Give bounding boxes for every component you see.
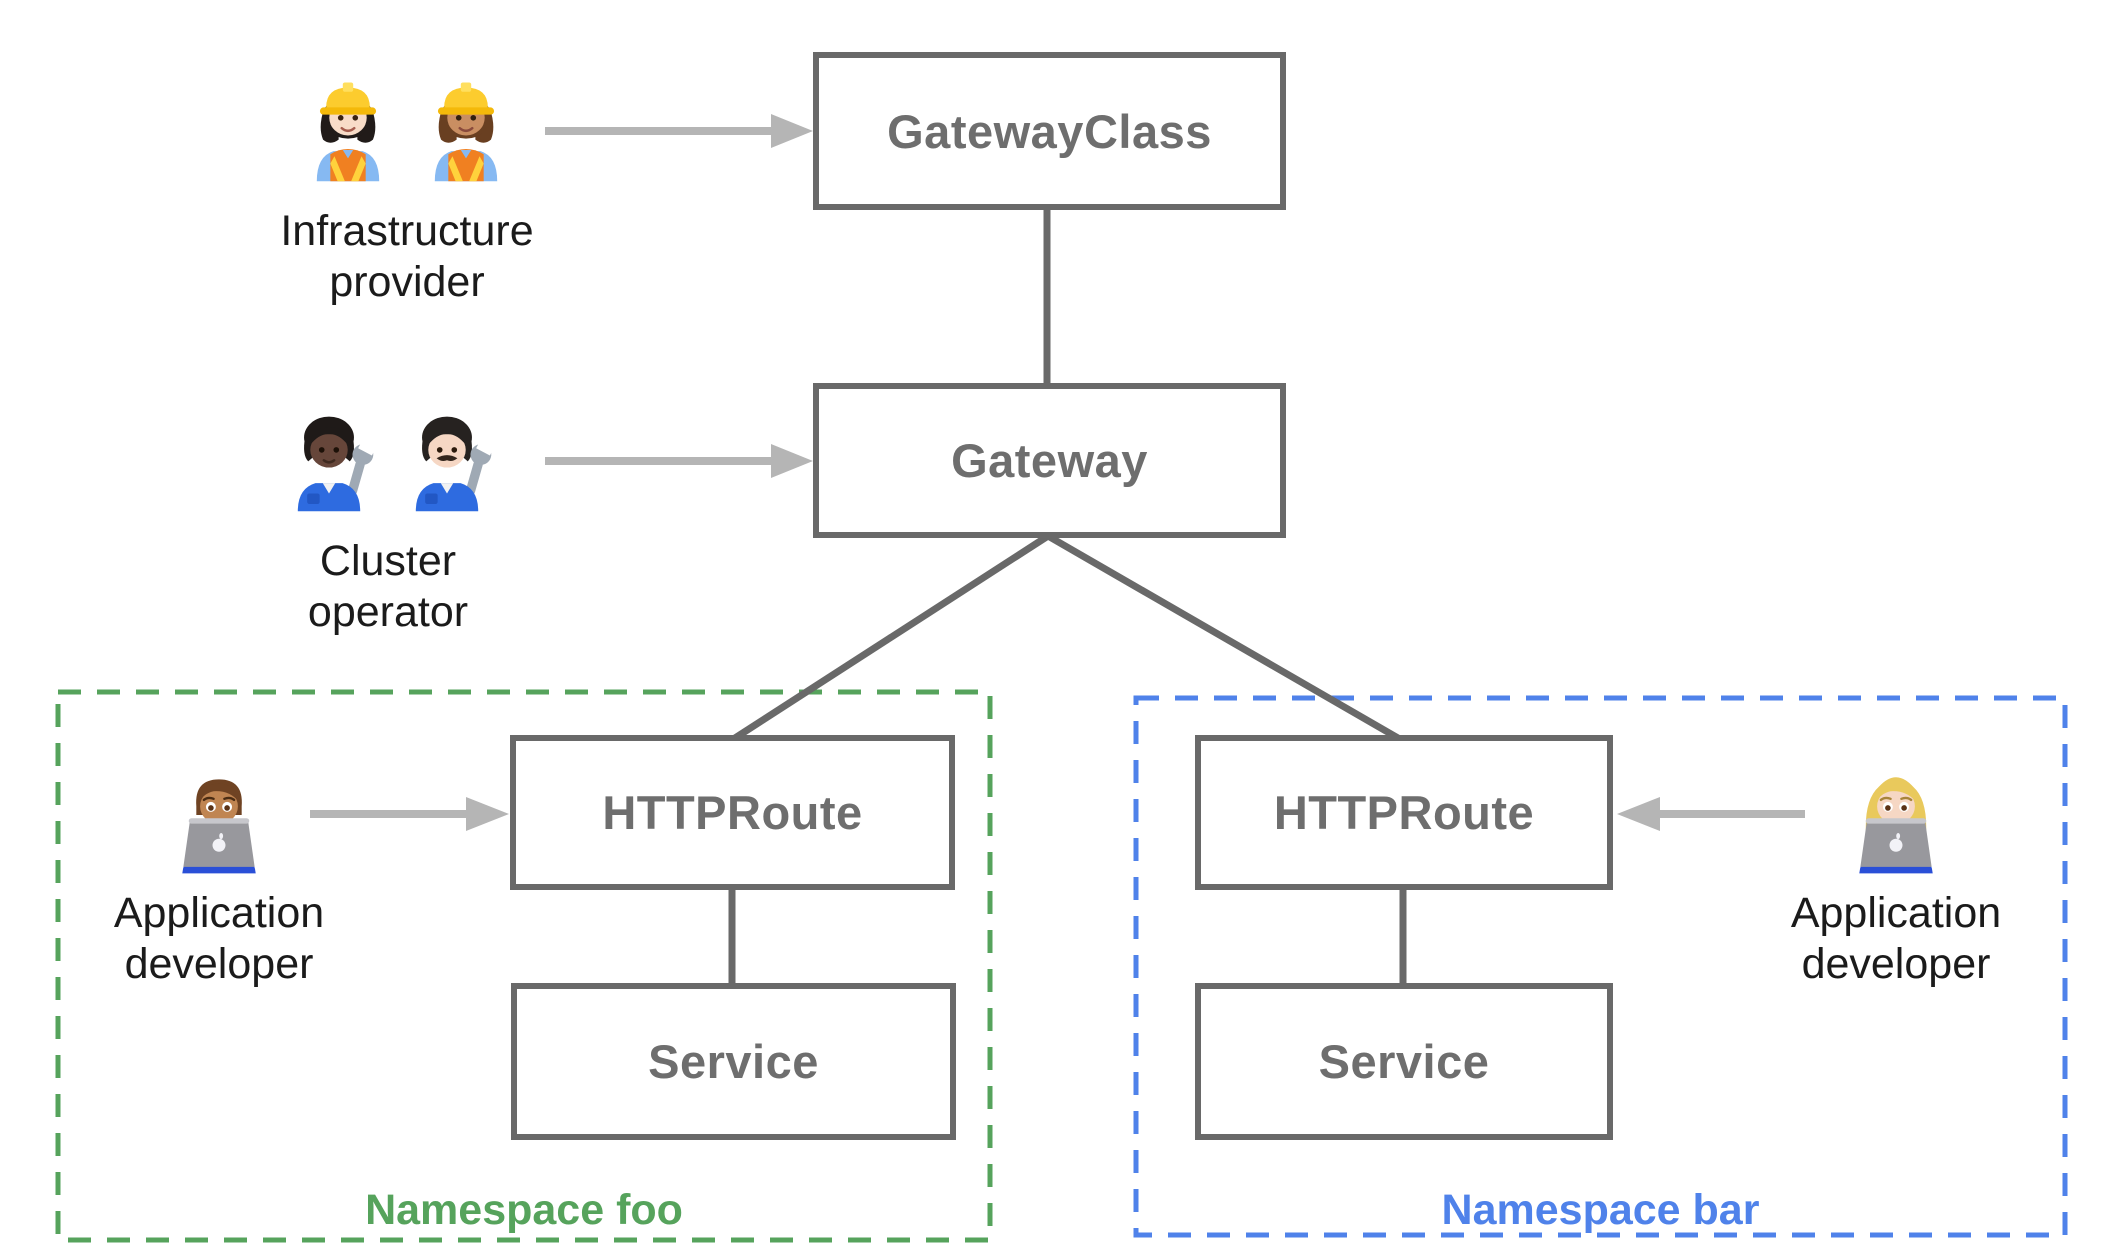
application-developer-foo-emoji xyxy=(165,756,273,874)
cluster-operator-label: Cluster operator xyxy=(307,537,469,636)
application-developer-bar-emoji xyxy=(1842,756,1950,874)
edge-gateway-httproute-bar xyxy=(1046,532,1400,742)
persona-application-developer-foo: Application developer xyxy=(74,756,364,989)
infrastructure-provider-emojis xyxy=(296,62,518,184)
node-httproute-bar: HTTPRoute xyxy=(1195,735,1613,890)
node-httproute-bar-label: HTTPRoute xyxy=(1273,786,1535,839)
woman-technologist-icon xyxy=(1859,777,1933,874)
node-service-foo-label: Service xyxy=(648,1035,819,1088)
persona-infrastructure-provider: Infrastructure provider xyxy=(247,62,567,307)
node-httproute-foo-label: HTTPRoute xyxy=(602,786,863,839)
application-developer-foo-label: Application developer xyxy=(113,889,325,988)
man-mechanic-light-skin-icon xyxy=(415,416,496,512)
arrow-infrastructure-provider-to-gatewayclass xyxy=(545,114,813,148)
hierarchy-connectors xyxy=(728,210,1407,985)
arrow-cluster-operator-to-gateway xyxy=(545,444,813,478)
woman-construction-worker-light-skin-icon xyxy=(316,82,380,182)
edge-gateway-httproute-foo xyxy=(733,533,1050,741)
node-httproute-foo: HTTPRoute xyxy=(510,735,955,890)
node-gatewayclass: GatewayClass xyxy=(813,52,1286,210)
node-gateway-label: Gateway xyxy=(951,434,1148,487)
node-service-bar: Service xyxy=(1195,983,1613,1140)
persona-application-developer-bar: Application developer xyxy=(1751,756,2041,989)
persona-arrows xyxy=(310,114,1805,831)
infrastructure-provider-label: Infrastructure provider xyxy=(280,207,534,306)
namespace-foo-label: Namespace foo xyxy=(365,1186,683,1234)
node-service-bar-label: Service xyxy=(1318,1035,1490,1088)
node-service-foo: Service xyxy=(511,983,956,1140)
application-developer-bar-label: Application developer xyxy=(1790,889,2002,988)
arrow-app-developer-to-httproute-bar xyxy=(1617,797,1805,831)
namespace-bar-boundary xyxy=(1133,695,2068,1238)
man-technologist-icon xyxy=(182,779,256,874)
node-gatewayclass-label: GatewayClass xyxy=(887,104,1212,158)
persona-cluster-operator: Cluster operator xyxy=(228,392,548,637)
person-mechanic-dark-skin-icon xyxy=(297,416,378,512)
namespace-bar-label: Namespace bar xyxy=(1441,1186,1760,1234)
node-gateway: Gateway xyxy=(813,383,1286,538)
woman-construction-worker-medium-skin-icon xyxy=(434,82,498,182)
cluster-operator-emojis xyxy=(277,392,499,514)
arrow-app-developer-to-httproute-foo xyxy=(310,797,509,831)
